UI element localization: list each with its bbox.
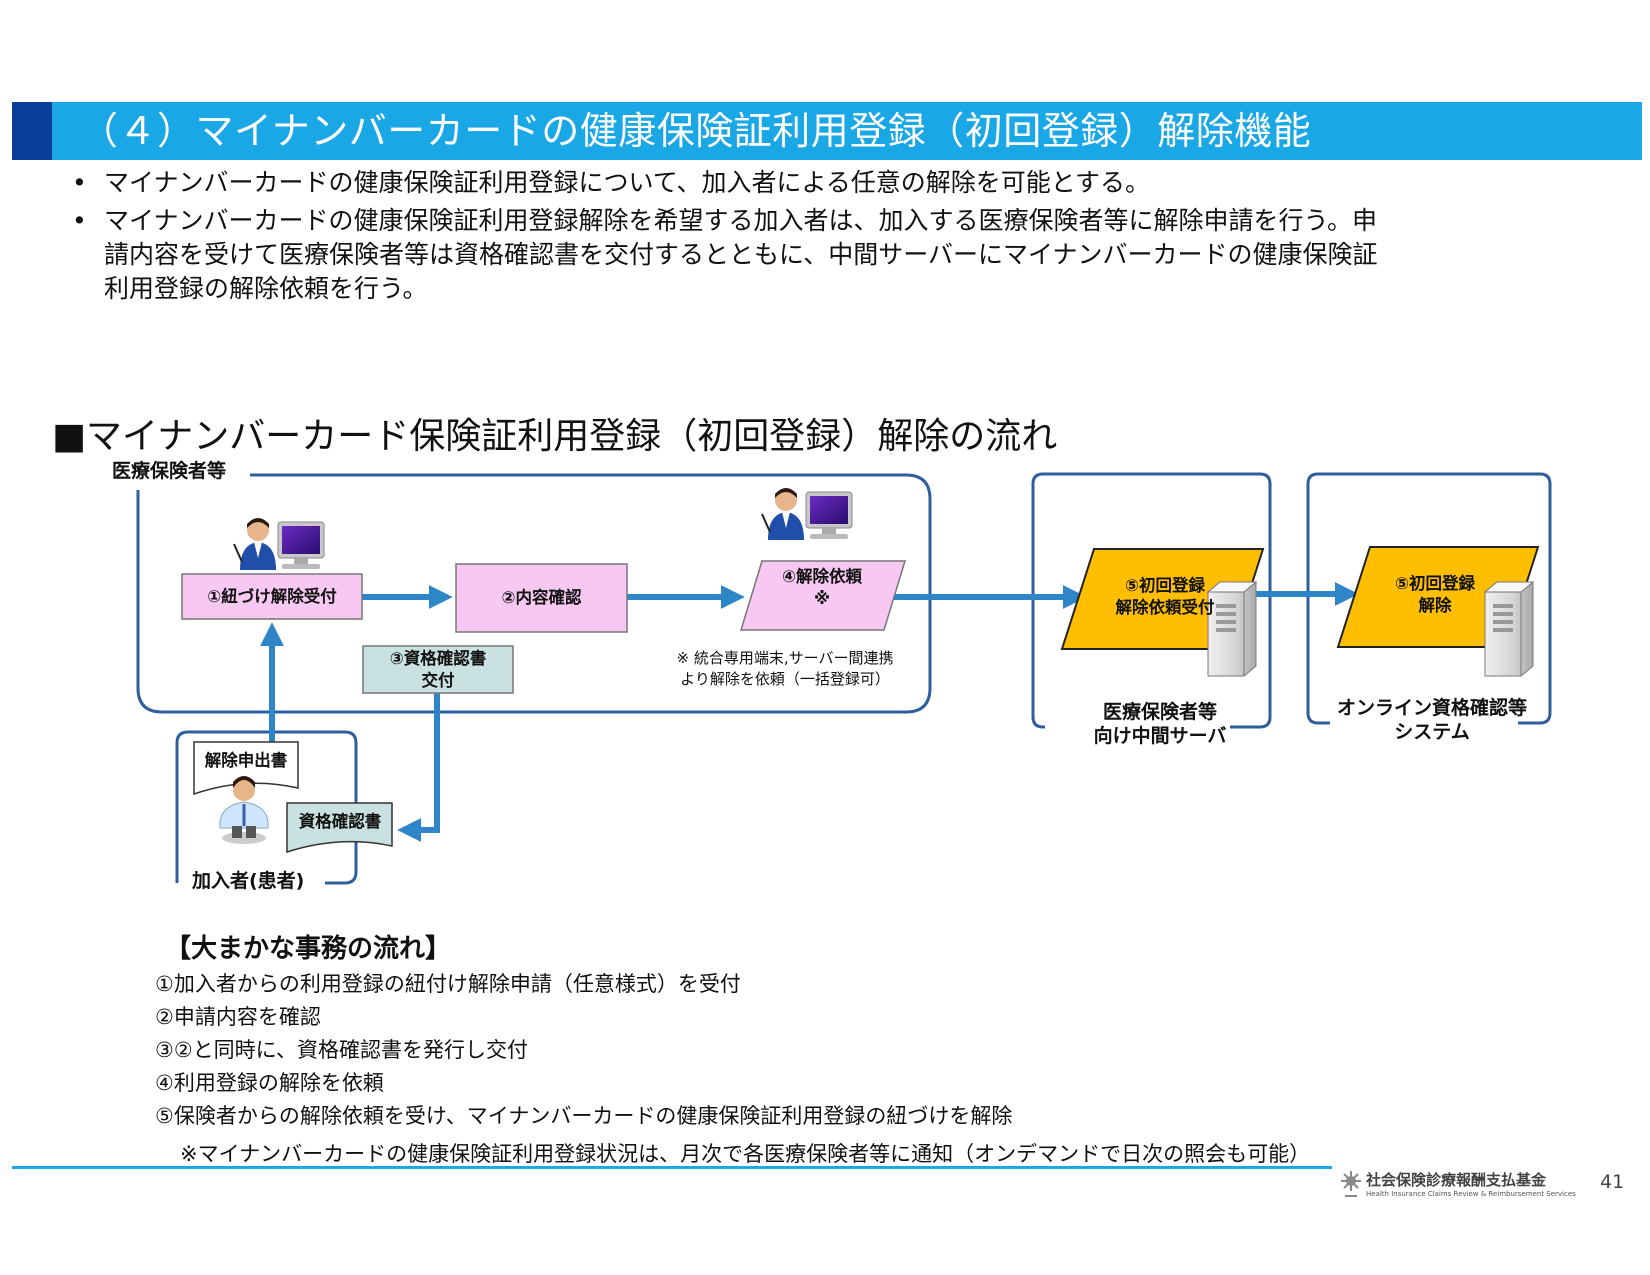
online-system-label: オンライン資格確認等 システム [1322,696,1542,744]
member-group-border [175,730,358,885]
footer-org-name-en: Health Insurance Claims Review & Reimbur… [1366,1190,1576,1198]
step2-box [455,563,628,633]
bullet-1: • マイナンバーカードの健康保険証利用登録について、加入者による任意の解除を可能… [72,166,1612,200]
flow-step: ②申請内容を確認 [155,1005,321,1029]
step3-label-line: ③資格確認書 [389,648,487,668]
step3-box [362,645,514,694]
insurer-group-border [136,473,932,714]
step4-label-line: ④解除依頼 [782,567,862,586]
footer-line [12,1166,1332,1169]
certificate-document-shape [286,802,393,854]
flow-step: ③②と同時に、資格確認書を発行し交付 [155,1038,529,1062]
step2-label: ②内容確認 [501,588,582,607]
step5b-label-line: ⑤初回登録 [1395,574,1475,593]
insurer-group-label: 医療保険者等 [112,460,227,482]
page-title: （４）マイナンバーカードの健康保険証利用登録（初回登録）解除機能 [80,109,1312,153]
bullet-marker: • [72,206,87,235]
bullet-marker: • [72,168,87,197]
section-heading: ■マイナンバーカード保険証利用登録（初回登録）解除の流れ [52,416,1058,457]
middle-server-label-line: 向け中間サーバ [1093,725,1227,747]
bullet-line: マイナンバーカードの健康保険証利用登録解除を希望する加入者は、加入する医療保険者… [104,206,1378,235]
step4-label: ④解除依頼 ※ [752,563,892,613]
bullet-line: 利用登録の解除依頼を行う。 [104,274,428,303]
step1-box [181,573,363,620]
step5a-label-line: 解除依頼受付 [1115,598,1215,617]
step5a-label: ⑤初回登録 解除依頼受付 [1090,570,1240,624]
step3-label-line: 交付 [421,670,455,690]
request-document-label: 解除申出書 [204,751,288,770]
bullet-2: • マイナンバーカードの健康保険証利用登録解除を希望する加入者は、加入する医療保… [72,204,1612,306]
page-number: 41 [1600,1171,1625,1193]
middle-server-label-line: 医療保険者等 [1102,701,1217,723]
flow-step: ④利用登録の解除を依頼 [155,1071,384,1095]
flow-step: ⑤保険者からの解除依頼を受け、マイナンバーカードの健康保険証利用登録の紐づけを解… [155,1104,1013,1128]
online-system-label-line: オンライン資格確認等 [1336,697,1527,719]
arrow-3-to-certificate [397,693,440,842]
step5b-label-line: 解除 [1418,596,1452,615]
step1-label: ①紐づけ解除受付 [207,586,337,606]
online-system-group-border [1306,472,1552,725]
online-system-label-line: システム [1394,721,1470,743]
bullet-text: マイナンバーカードの健康保険証利用登録について、加入者による任意の解除を可能とす… [104,168,1151,197]
step4-note-line: ※ 統合専用端末,サーバー間連携 [676,649,894,667]
step5b-label: ⑤初回登録 解除 [1360,568,1510,622]
certificate-document-label: 資格確認書 [298,812,382,831]
operator-icon [233,517,325,571]
title-bar [12,102,1642,160]
title-accent [12,102,52,160]
flow-step: ①加入者からの利用登録の紐付け解除申請（任意様式）を受付 [155,972,741,996]
bullet-line: 請内容を受けて医療保険者等は資格確認書を交付するとともに、中間サーバーにマイナン… [104,240,1378,269]
step4-shape [739,560,907,631]
flow-title: 【大まかな事務の流れ】 [165,934,452,964]
middle-server-group-border [1031,472,1272,729]
flow-note: ※マイナンバーカードの健康保険証利用登録状況は、月次で各医療保険者等に通知（オン… [180,1142,1311,1166]
step4-label-line: ※ [813,589,831,608]
step4-note-line: より解除を依頼（一括登録可） [680,670,890,688]
member-group-label: 加入者(患者) [192,870,305,892]
step3-label: ③資格確認書 交付 [363,646,513,693]
footer-org-name: 社会保険診療報酬支払基金 [1366,1171,1547,1189]
step5a-label-line: ⑤初回登録 [1125,576,1205,595]
org-logo-icon [1341,1171,1361,1197]
step4-note: ※ 統合専用端末,サーバー間連携 より解除を依頼（一括登録可） [650,648,920,690]
operator-icon [761,487,853,541]
patient-icon [219,776,269,844]
middle-server-label: 医療保険者等 向け中間サーバ [1060,700,1260,748]
